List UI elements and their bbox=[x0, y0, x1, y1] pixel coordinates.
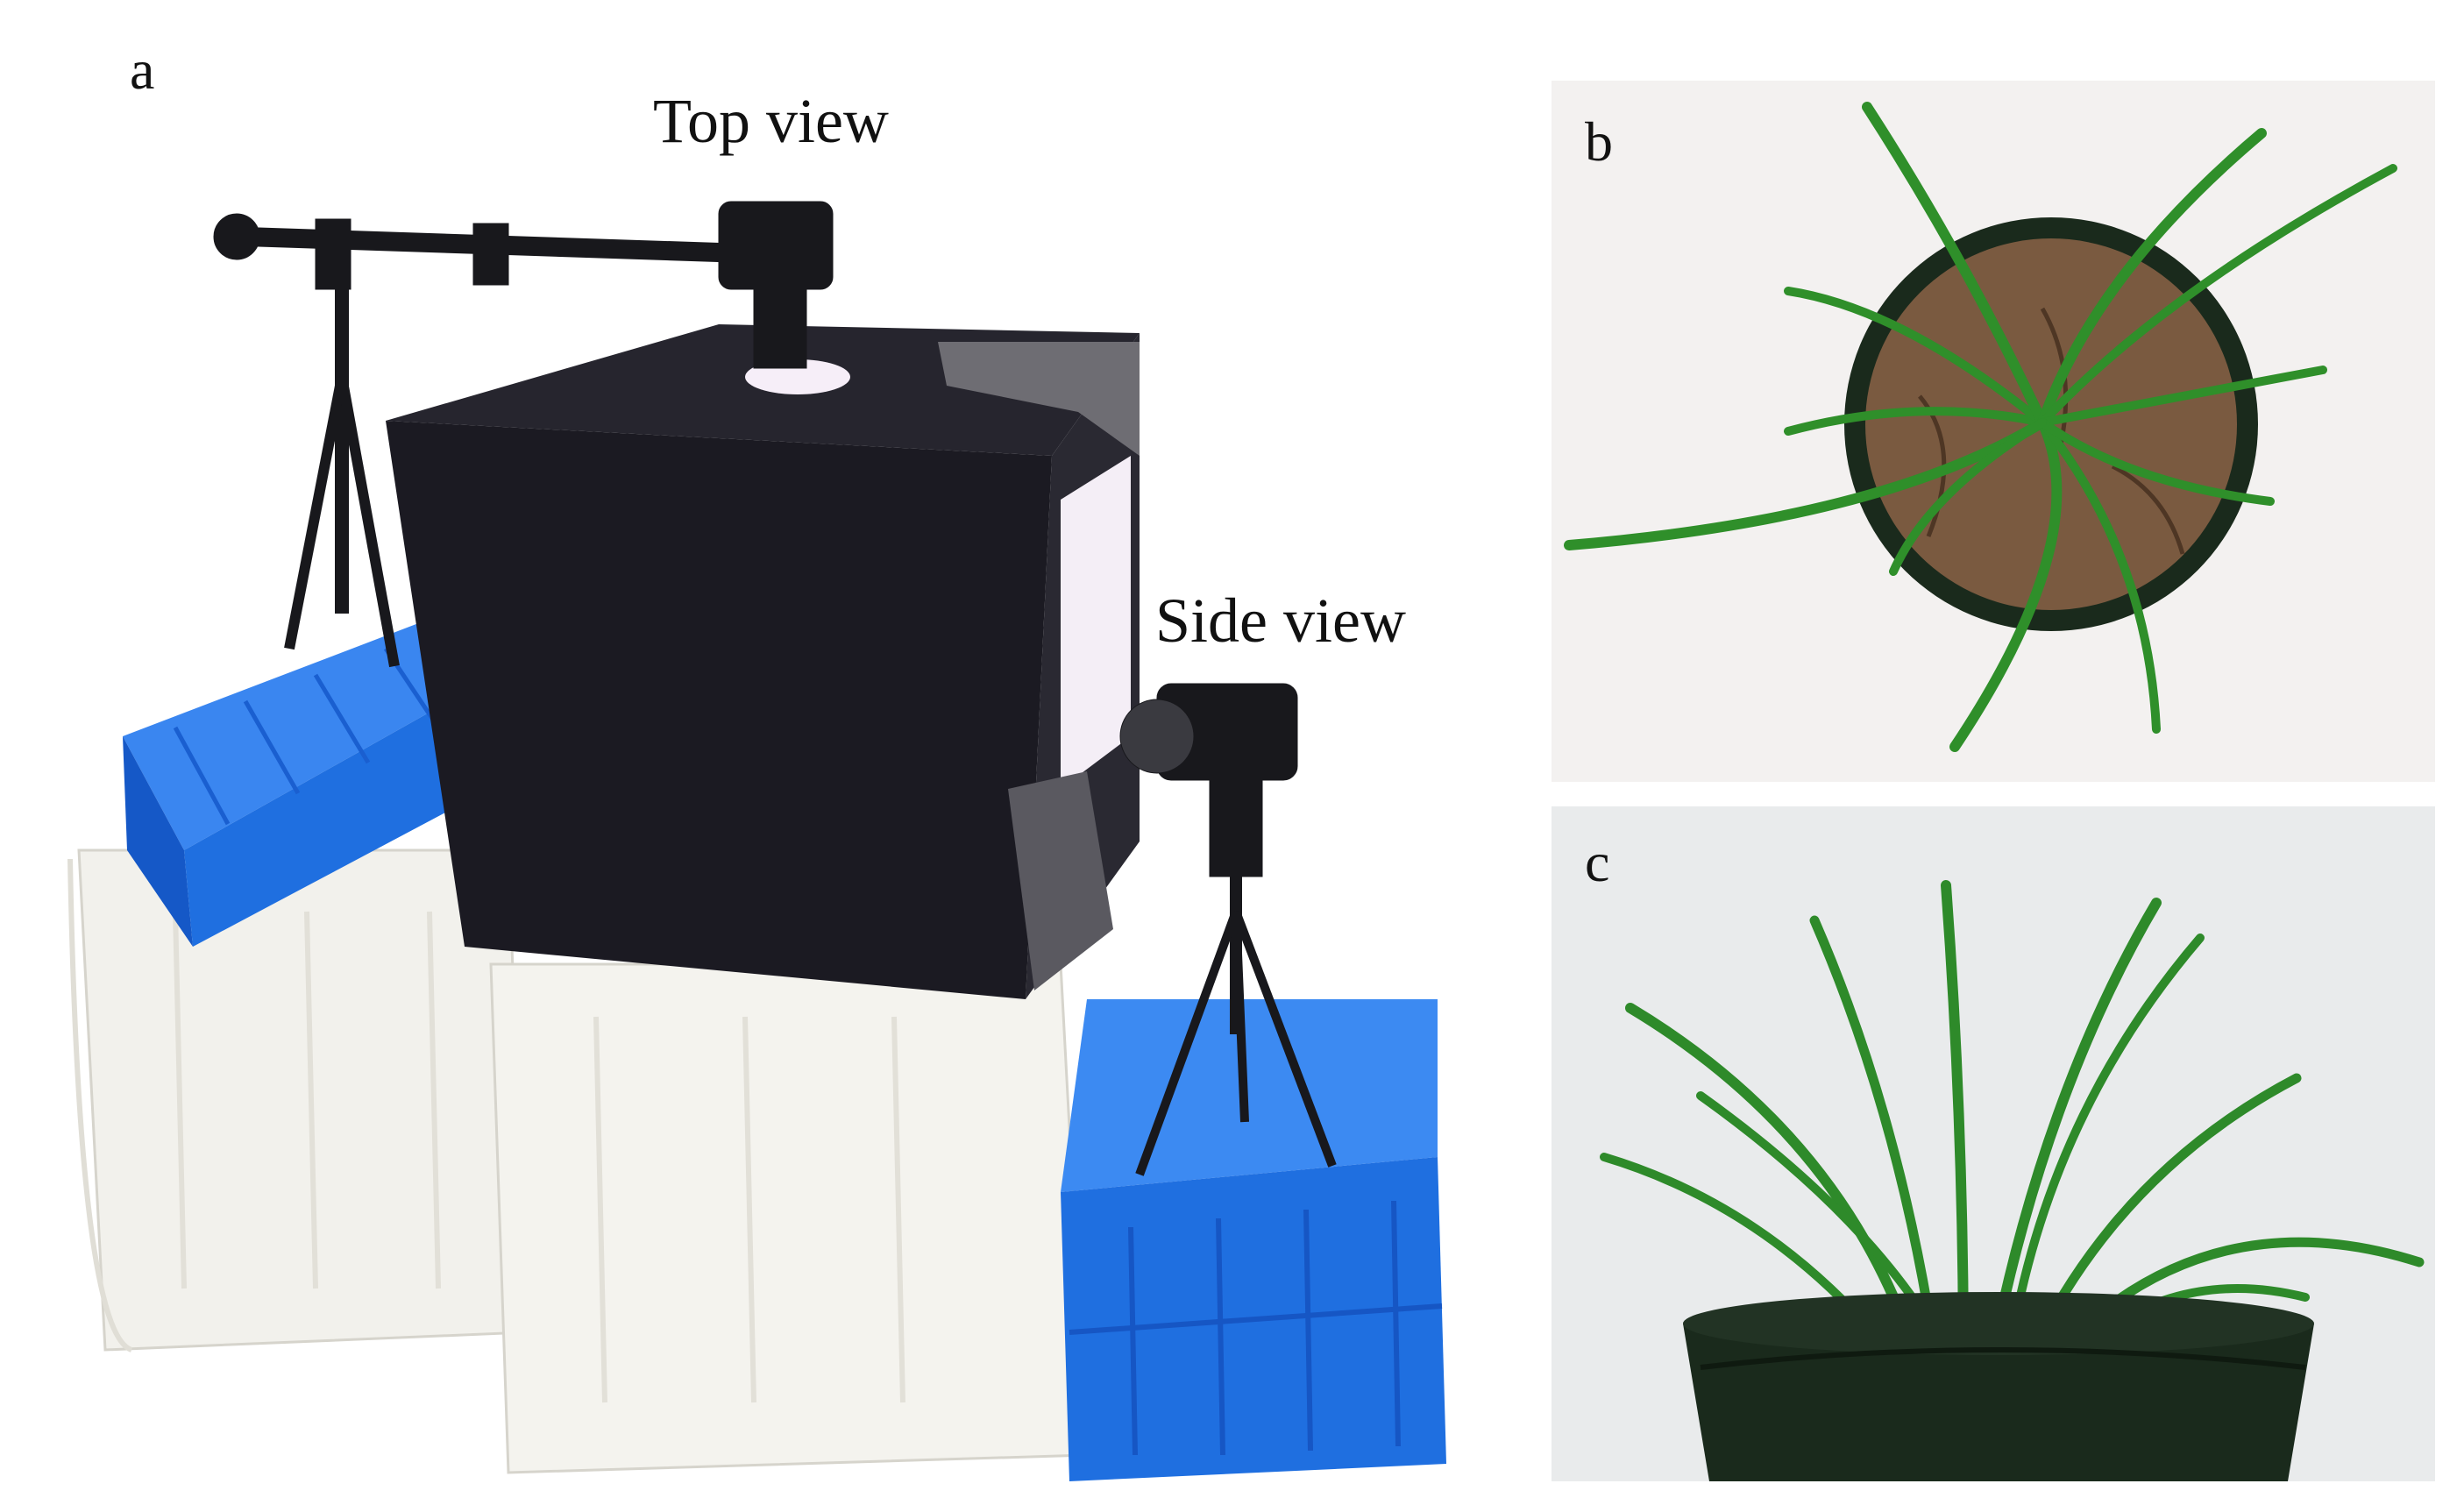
side-view-rig bbox=[1119, 683, 1337, 1176]
panel-b-photo bbox=[1552, 81, 2435, 782]
panel-c-photo bbox=[1552, 806, 2435, 1481]
top-view-caption: Top view bbox=[653, 86, 889, 156]
blue-crate-right bbox=[1061, 999, 1446, 1481]
panel-c-label: c bbox=[1585, 831, 1610, 893]
blue-crate-left bbox=[123, 622, 473, 947]
top-view-rig bbox=[213, 201, 834, 668]
white-bin-right bbox=[489, 962, 1089, 1474]
panel-a-photo bbox=[67, 201, 1446, 1481]
photo-box bbox=[386, 324, 1140, 999]
side-view-caption: Side view bbox=[1155, 586, 1406, 656]
panel-b-label: b bbox=[1585, 110, 1613, 173]
panel-a-label: a bbox=[130, 39, 155, 101]
white-bin-left bbox=[67, 848, 528, 1352]
pot-side-view bbox=[1683, 1292, 2314, 1481]
plant-leaves bbox=[1564, 102, 2397, 752]
